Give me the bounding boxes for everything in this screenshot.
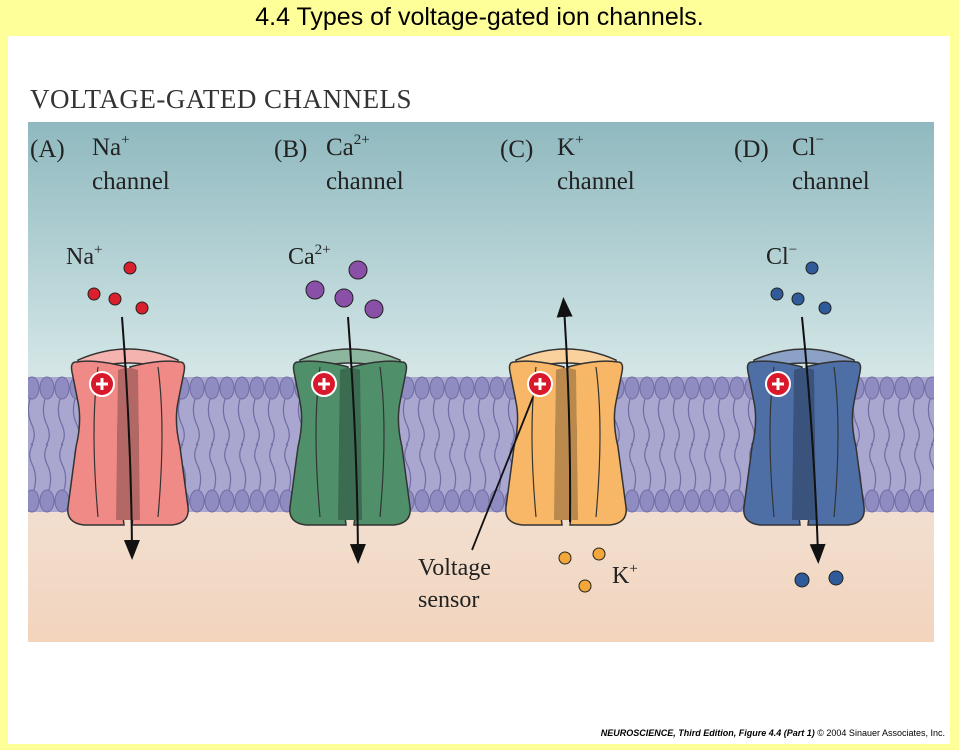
panel-a-ion: Na+ bbox=[92, 132, 130, 161]
na-influx-arrow bbox=[121, 316, 140, 560]
voltage-sensor-pointer bbox=[471, 396, 534, 551]
ca-influx-arrow bbox=[347, 316, 366, 564]
k-ion-dot bbox=[592, 547, 606, 561]
na-ion-dot bbox=[123, 261, 137, 275]
na-ion-dot bbox=[87, 287, 101, 301]
channel-protein-0 bbox=[67, 348, 189, 526]
panel-b-ion: Ca2+ bbox=[326, 132, 370, 161]
channel-diagram bbox=[28, 122, 934, 642]
channel-protein-2 bbox=[505, 348, 627, 526]
figure-heading: VOLTAGE-GATED CHANNELS bbox=[30, 84, 413, 114]
cl-ion-dot bbox=[828, 570, 844, 586]
ca-ion-dot bbox=[305, 280, 325, 300]
k-efflux-arrow bbox=[556, 297, 573, 523]
cl-influx-arrow bbox=[801, 316, 826, 564]
na-ion-dot bbox=[108, 292, 122, 306]
cl-ion-dot bbox=[805, 261, 819, 275]
k-ion-dot bbox=[578, 579, 592, 593]
ca-ion-dot bbox=[348, 260, 368, 280]
ca-ion-dot bbox=[334, 288, 354, 308]
cl-ion-label: Cl− bbox=[766, 242, 798, 270]
cl-ion-dot bbox=[791, 292, 805, 306]
cl-ion-dot bbox=[770, 287, 784, 301]
panel-d-letter: (D) bbox=[734, 136, 769, 163]
panel-b-channel-word: channel bbox=[326, 168, 404, 195]
panel-a-channel-word: channel bbox=[92, 168, 170, 195]
panel-a-letter: (A) bbox=[30, 136, 65, 163]
cl-ion-dot bbox=[794, 572, 810, 588]
panel-b-letter: (B) bbox=[274, 136, 308, 163]
voltage-sensor-label: Voltage sensor bbox=[418, 555, 491, 613]
panel-d-ion: Cl− bbox=[792, 132, 825, 161]
k-ion-dot bbox=[558, 551, 572, 565]
panel-c-letter: (C) bbox=[500, 136, 534, 163]
figure-credit: NEUROSCIENCE, Third Edition, Figure 4.4 … bbox=[600, 728, 945, 738]
na-ion-dot bbox=[135, 301, 149, 315]
channel-protein-3 bbox=[743, 348, 865, 526]
panel-d-channel-word: channel bbox=[792, 168, 870, 195]
k-ion-label: K+ bbox=[612, 561, 638, 589]
ca-ion-label: Ca2+ bbox=[288, 242, 331, 270]
channel-protein-1 bbox=[289, 348, 411, 526]
cl-ion-dot bbox=[818, 301, 832, 315]
na-ion-label: Na+ bbox=[66, 242, 103, 270]
slide-title: 4.4 Types of voltage-gated ion channels. bbox=[255, 3, 704, 31]
panel-c-channel-word: channel bbox=[557, 168, 635, 195]
panel-c-ion: K+ bbox=[557, 132, 584, 161]
ca-ion-dot bbox=[364, 299, 384, 319]
